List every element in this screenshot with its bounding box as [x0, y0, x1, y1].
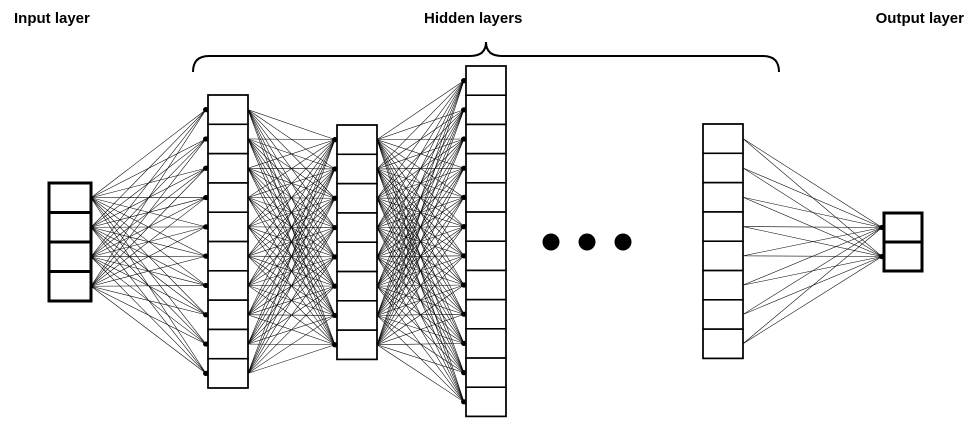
connection-line — [247, 139, 336, 345]
connection-line — [376, 197, 465, 345]
connection-line — [376, 313, 465, 346]
connection-line — [90, 109, 207, 257]
connection-line — [90, 138, 207, 287]
connection-line — [742, 227, 883, 286]
connection-set-1-2 — [247, 109, 336, 374]
connection-line — [90, 109, 207, 287]
neuron-node — [47, 270, 93, 303]
connection-line — [247, 198, 336, 374]
connection-line — [376, 344, 465, 373]
connection-line — [247, 315, 336, 374]
connections — [90, 80, 883, 403]
neuron-node — [336, 329, 378, 361]
layer-4-hidden — [702, 123, 744, 360]
connection-line — [90, 286, 207, 374]
connection-set-2-3 — [376, 80, 465, 403]
input-layer-label: Input layer — [14, 10, 90, 27]
connection-line — [742, 227, 883, 315]
connection-set-4-5 — [742, 138, 883, 344]
connection-line — [742, 227, 883, 257]
connection-line — [742, 256, 883, 344]
layer-2-hidden — [336, 124, 378, 361]
connection-line — [90, 255, 207, 287]
connection-line — [90, 109, 207, 228]
connection-line — [90, 197, 207, 287]
ellipsis-dot — [614, 233, 632, 251]
connection-line — [376, 343, 465, 346]
connection-line — [376, 226, 465, 345]
connection-line — [376, 255, 465, 345]
connection-line — [742, 167, 883, 228]
layer-0-input — [47, 181, 93, 303]
ellipsis-dot — [578, 233, 596, 251]
connection-line — [376, 80, 465, 257]
connection-line — [376, 80, 465, 199]
ellipsis-dots — [542, 233, 632, 251]
connection-line — [90, 286, 207, 345]
connection-line — [90, 285, 207, 287]
connection-line — [376, 109, 465, 345]
connection-line — [376, 80, 465, 170]
layer-3-hidden — [465, 65, 507, 418]
connection-line — [90, 226, 207, 287]
connection-line — [742, 196, 883, 228]
connection-line — [247, 139, 336, 286]
connection-set-0-1 — [90, 109, 207, 374]
connection-line — [376, 284, 465, 345]
connection-line — [376, 80, 465, 316]
connection-line — [247, 139, 336, 374]
connection-line — [742, 226, 883, 228]
connection-line — [247, 139, 336, 169]
connection-line — [247, 139, 336, 315]
neuron-node — [882, 240, 924, 273]
connection-line — [90, 168, 207, 287]
layer-5-output — [882, 211, 924, 273]
neuron-node — [207, 357, 249, 389]
connection-line — [376, 344, 465, 403]
connection-line — [247, 227, 336, 374]
connection-line — [247, 168, 336, 374]
connection-line — [247, 344, 336, 374]
connection-line — [90, 285, 207, 316]
connection-line — [247, 285, 336, 374]
neuron-node — [702, 328, 744, 360]
connection-line — [247, 139, 336, 228]
connection-line — [247, 256, 336, 374]
connection-line — [376, 80, 465, 345]
connection-line — [90, 109, 207, 198]
connection-line — [247, 139, 336, 257]
neuron-node — [465, 386, 507, 418]
connection-line — [376, 80, 465, 287]
connection-line — [376, 168, 465, 345]
connection-line — [376, 80, 465, 140]
connection-line — [247, 109, 336, 140]
layer-1-hidden — [207, 94, 249, 389]
hidden-layers-brace — [192, 41, 780, 73]
output-layer-label: Output layer — [875, 10, 964, 27]
connection-line — [376, 80, 465, 228]
ellipsis-dot — [542, 233, 560, 251]
connection-line — [376, 138, 465, 345]
connection-line — [742, 138, 883, 228]
connection-line — [247, 138, 336, 140]
connection-line — [742, 227, 883, 344]
connection-line — [247, 139, 336, 198]
hidden-layers-label: Hidden layers — [424, 10, 523, 27]
